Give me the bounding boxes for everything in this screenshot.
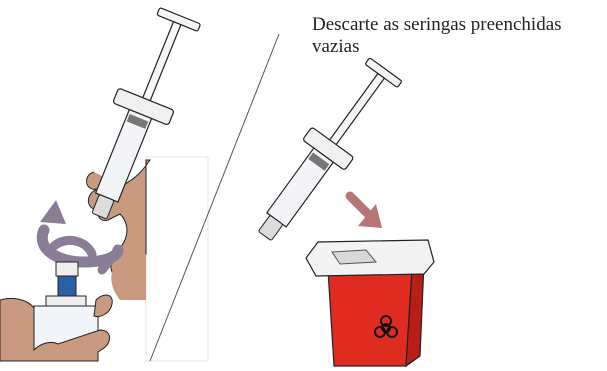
left-panel [0, 5, 208, 361]
right-panel [244, 54, 434, 366]
instruction-caption: Descarte as seringas preenchidas vazias [312, 14, 604, 58]
plunger-rod [142, 22, 181, 103]
background-card [146, 157, 208, 361]
right-syringe [244, 54, 407, 251]
discard-arrow-icon [350, 196, 382, 228]
container-body [328, 270, 412, 366]
sharps-container [306, 240, 434, 366]
plunger-rod [329, 74, 385, 147]
lower-hand-thumb [94, 295, 112, 316]
caption-line-1: Descarte as seringas preenchidas [312, 14, 604, 36]
caption-line-2: vazias [312, 36, 604, 58]
